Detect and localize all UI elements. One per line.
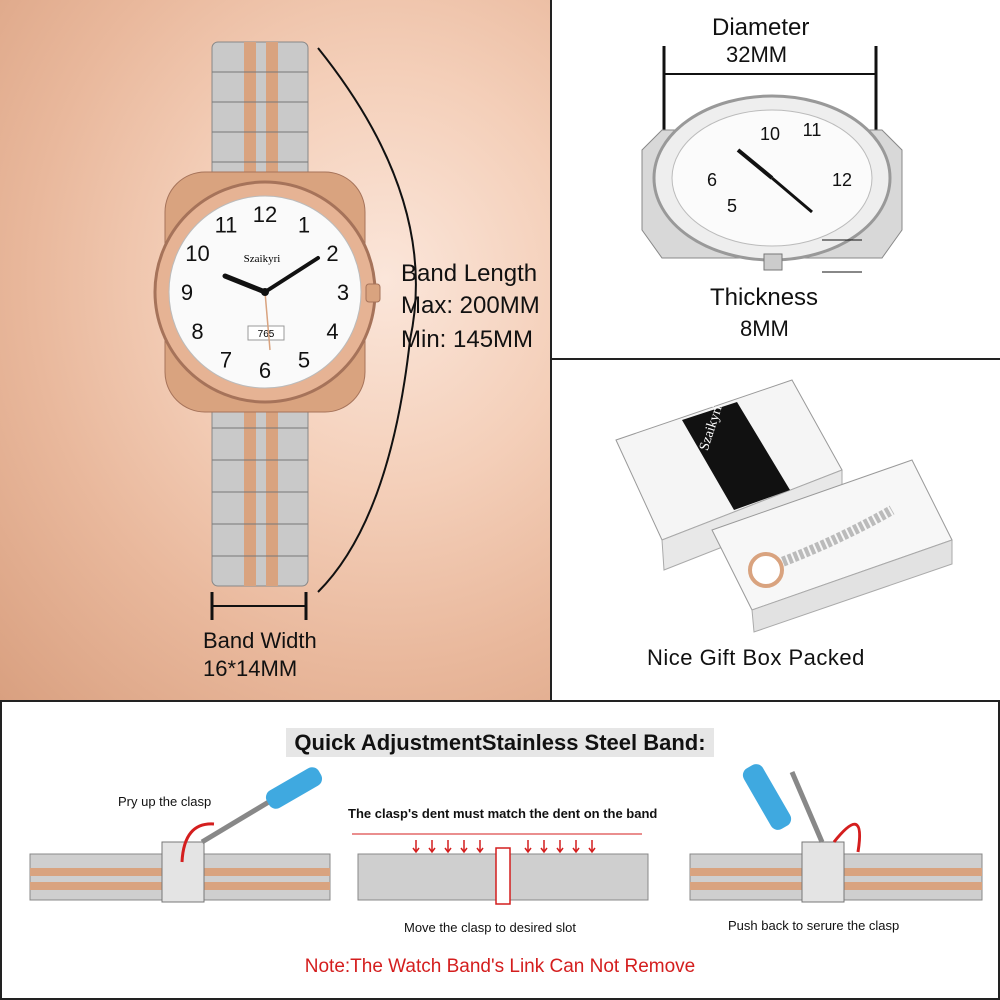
middle-band-illustration	[352, 833, 649, 905]
dial-number: 3	[337, 280, 349, 305]
gift-box-caption: Nice Gift Box Packed	[647, 645, 865, 670]
band-width-value: 16*14MM	[203, 656, 298, 681]
hour-hand	[222, 273, 268, 295]
gift-box-illustration	[615, 379, 953, 633]
dial-number: 7	[220, 348, 232, 373]
band-length-arc	[317, 47, 417, 593]
dent-arrow	[524, 840, 532, 854]
dial-number: 5	[298, 348, 310, 373]
dent-arrow	[444, 840, 452, 854]
dent-arrows	[412, 840, 596, 854]
move-label: Move the clasp to desired slot	[404, 920, 576, 935]
pry-label: Pry up the clasp	[118, 794, 212, 809]
diameter-panel: 10 11 12 6 5	[550, 0, 1000, 360]
dent-arrow	[476, 840, 484, 854]
band-bottom	[211, 397, 309, 587]
band-adjustment-illustration	[29, 764, 983, 905]
band-width-title: Band Width	[203, 628, 317, 653]
svg-text:6: 6	[707, 170, 717, 190]
dial-brand: Szaikyri	[244, 253, 281, 265]
dent-arrow	[540, 840, 548, 854]
thickness-value: 8MM	[740, 316, 789, 341]
dial-number: 6	[259, 358, 271, 383]
dent-arrow	[588, 840, 596, 854]
svg-text:11: 11	[803, 120, 822, 140]
crown	[365, 283, 381, 303]
watch-side-illustration: 10 11 12 6 5	[641, 46, 903, 273]
dial-number: 12	[253, 202, 277, 227]
dent-arrow	[572, 840, 580, 854]
svg-text:5: 5	[727, 196, 737, 216]
dent-label: The clasp's dent must match the dent on …	[348, 806, 658, 821]
diameter-value: 32MM	[726, 42, 788, 67]
band-top	[211, 41, 309, 193]
second-hand	[264, 291, 271, 351]
push-label: Push back to serure the clasp	[728, 918, 900, 933]
left-band-illustration	[29, 767, 331, 903]
dent-arrow	[412, 840, 420, 854]
thickness-title: Thickness	[710, 284, 819, 311]
dial-number: 8	[191, 319, 203, 344]
band-length-title: Band Length	[401, 260, 538, 287]
band-width-marker	[210, 592, 308, 620]
dent-arrow	[428, 840, 436, 854]
band-length-min: Min: 145MM	[401, 326, 534, 353]
svg-text:10: 10	[760, 124, 780, 144]
adjustment-title: Quick AdjustmentStainless Steel Band:	[0, 728, 1000, 757]
right-band-illustration	[689, 764, 983, 903]
minute-hand	[263, 256, 320, 294]
adjustment-title-text: Quick AdjustmentStainless Steel Band:	[286, 728, 714, 757]
dial-number: 2	[326, 241, 338, 266]
date-window	[247, 325, 285, 341]
band-length-max: Max: 200MM	[401, 292, 540, 319]
dent-arrow	[556, 840, 564, 854]
svg-text:12: 12	[832, 170, 852, 190]
dial-number: 11	[215, 213, 238, 238]
dial-number: 4	[326, 319, 338, 344]
note-text: Note:The Watch Band's Link Can Not Remov…	[304, 956, 696, 977]
dent-arrow	[460, 840, 468, 854]
dial-number: 10	[185, 241, 209, 266]
dial-number: 9	[181, 280, 193, 305]
date-window-text: 765	[258, 329, 275, 340]
diameter-title: Diameter	[712, 14, 810, 41]
dial-number: 1	[298, 213, 310, 238]
gift-box-panel: Szaikyri	[550, 360, 1000, 702]
